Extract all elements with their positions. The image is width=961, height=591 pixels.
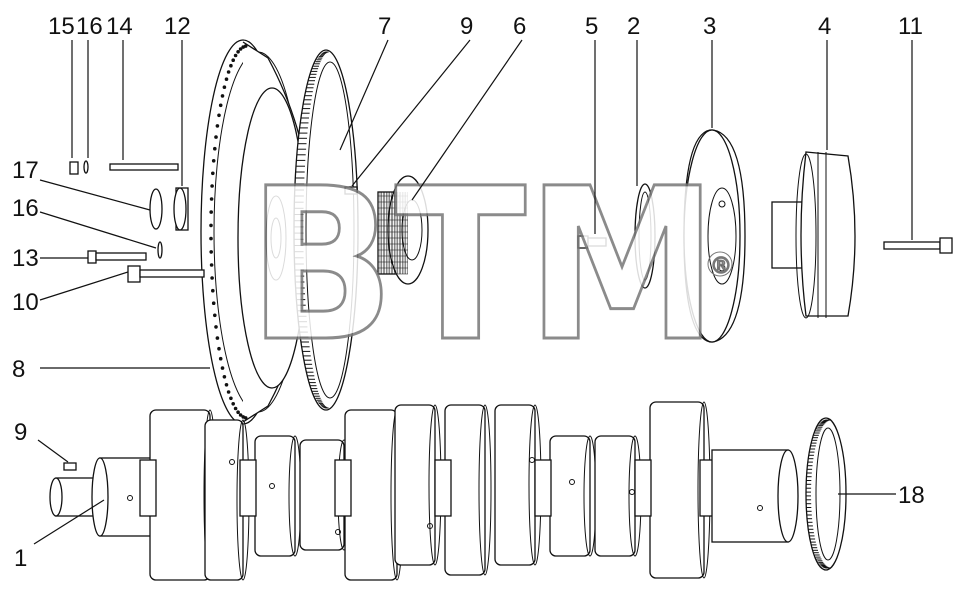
label-6: 6: [513, 13, 526, 40]
bolt-5: [577, 235, 607, 249]
crankshaft: [49, 401, 799, 581]
label-9-top: 9: [460, 13, 473, 40]
dowel-pin-lower: [63, 462, 77, 471]
label-12: 12: [164, 13, 191, 40]
label-3: 3: [703, 13, 716, 40]
label-4: 4: [818, 13, 831, 40]
bushing-12: [173, 187, 189, 231]
part-number-labels: 15 16 14 12 7 9 6 5 2 3 4 11 17 16 13 10…: [12, 13, 925, 572]
watermark-text: BTM: [248, 143, 718, 388]
rod-14: [109, 163, 179, 171]
pin-15: [69, 161, 79, 175]
pulley: [771, 151, 856, 319]
timing-gear: [805, 417, 847, 571]
ring-17: [149, 188, 163, 230]
dowel-pin-upper: [344, 186, 358, 195]
label-8: 8: [12, 356, 25, 383]
label-13: 13: [12, 245, 39, 272]
pin-16-lower: [157, 241, 163, 259]
crankshaft-gear: [377, 175, 429, 285]
label-18: 18: [898, 482, 925, 509]
vibration-damper: [683, 129, 746, 343]
watermark-registered-mark: ®: [710, 254, 732, 279]
leader-lines: [33, 39, 913, 545]
label-16-left: 16: [12, 195, 39, 222]
label-10: 10: [12, 289, 39, 316]
bolt-13: [87, 250, 147, 264]
label-2: 2: [627, 13, 640, 40]
ring-gear: [293, 49, 359, 411]
bolt-11: [883, 237, 953, 254]
label-15: 15: [48, 13, 75, 40]
label-1: 1: [14, 545, 27, 572]
label-14: 14: [106, 13, 133, 40]
flywheel: [200, 39, 313, 425]
watermark: BTM ®: [247, 142, 733, 390]
label-7: 7: [378, 13, 391, 40]
spacer-ring: [634, 183, 656, 289]
label-9-bottom: 9: [14, 419, 27, 446]
label-5: 5: [585, 13, 598, 40]
pin-16-upper: [83, 160, 89, 174]
label-11: 11: [898, 13, 923, 40]
label-16-top: 16: [76, 13, 103, 40]
label-17: 17: [12, 157, 39, 184]
bolt-10: [127, 265, 205, 283]
